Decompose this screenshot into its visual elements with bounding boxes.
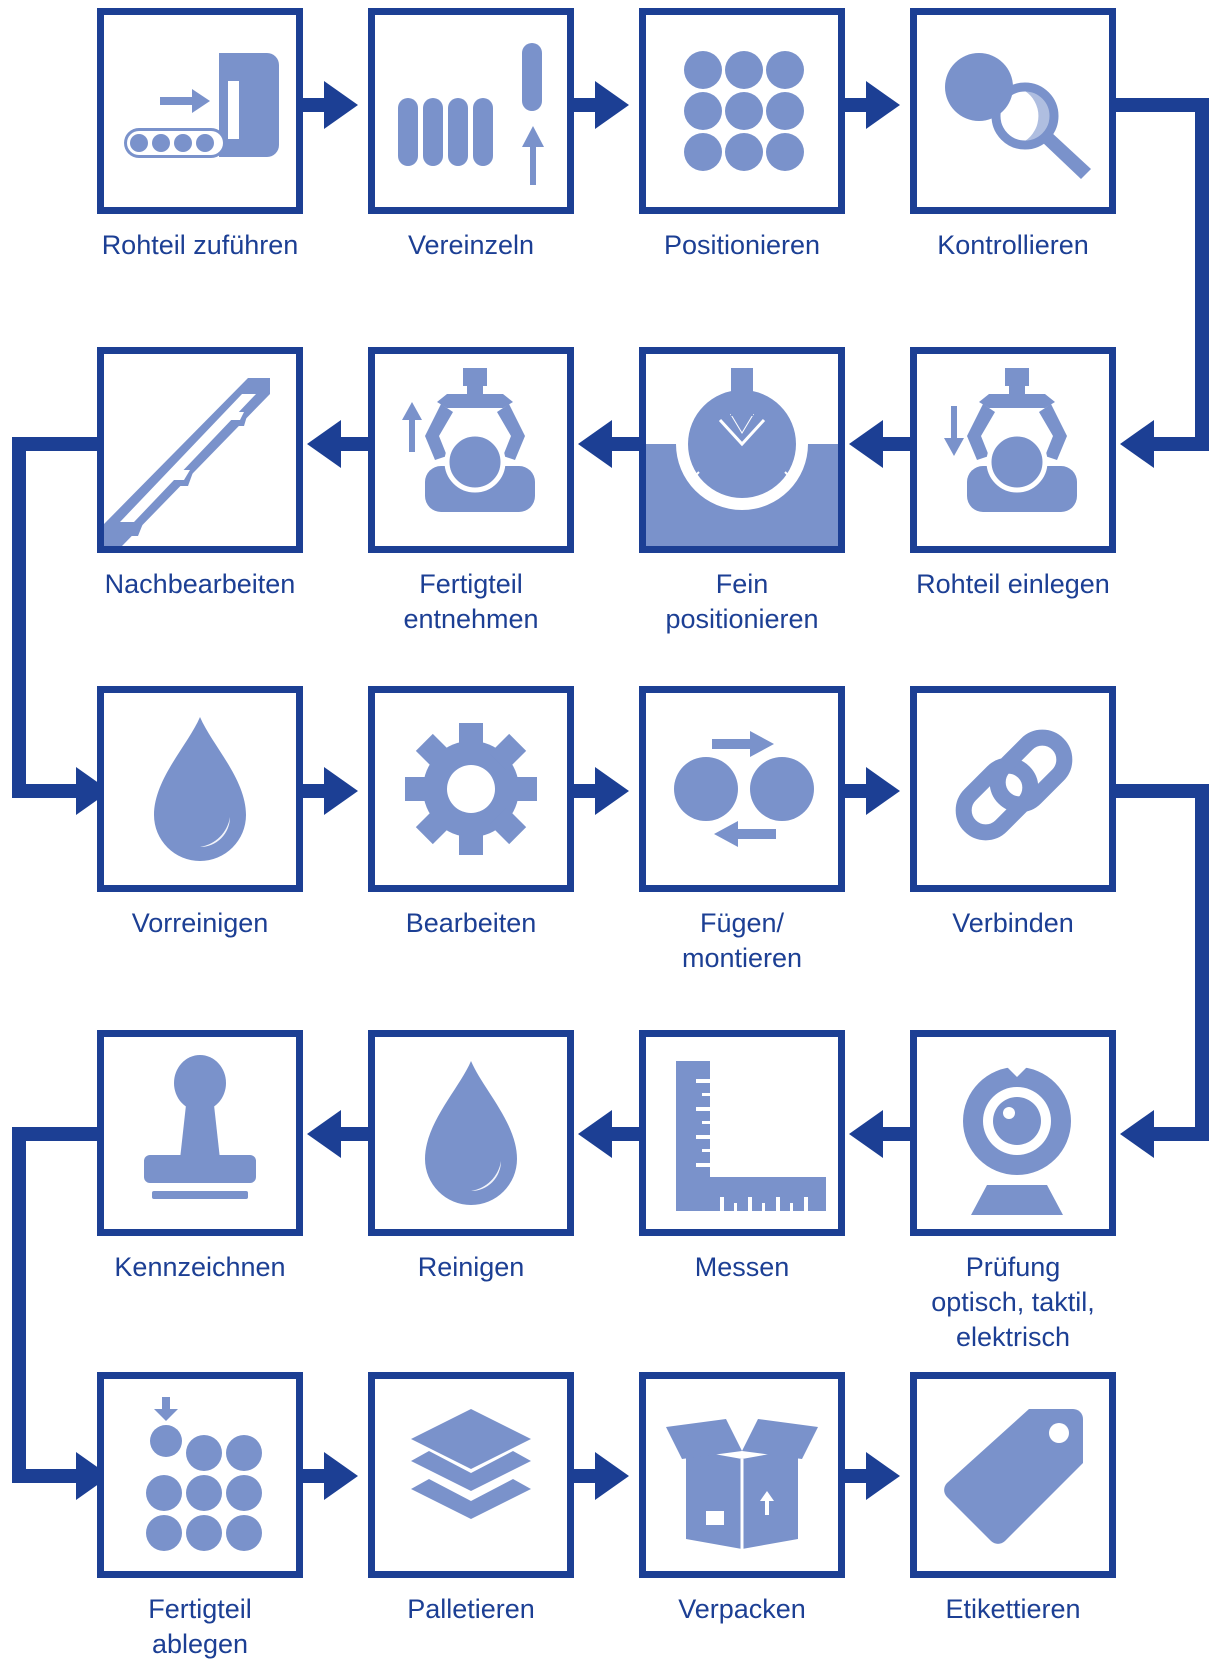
- step-label: Rohteil zuführen: [101, 230, 299, 260]
- step-box: [368, 1372, 574, 1578]
- step-label: Etikettieren: [945, 1594, 1081, 1624]
- arrows-row-1: [299, 81, 900, 129]
- gear-icon: [405, 723, 537, 855]
- step-kontrollieren: Kontrollieren: [910, 8, 1116, 260]
- step-box: [97, 1372, 303, 1578]
- chain-link-icon: [955, 729, 1073, 841]
- step-box: [910, 1372, 1116, 1578]
- step-fertigteil-entnehmen: Fertigteil entnehmen: [368, 347, 574, 634]
- step-label: Nachbearbeiten: [104, 569, 296, 599]
- step-vorreinigen: Vorreinigen: [97, 686, 303, 938]
- box-icon: [666, 1419, 818, 1549]
- step-label: Fertigteil ablegen: [148, 1594, 252, 1659]
- step-box: [97, 686, 303, 892]
- step-box: [639, 1372, 845, 1578]
- tag-icon: [944, 1409, 1083, 1544]
- drop-icon: [425, 1061, 517, 1205]
- separate-bars-icon: [398, 43, 544, 185]
- stamp-icon: [144, 1055, 256, 1199]
- gripper-down-icon: [944, 368, 1077, 512]
- step-box: [910, 347, 1116, 553]
- step-label: Positionieren: [663, 230, 821, 260]
- conveyor-feed-icon: [124, 53, 279, 158]
- step-box: [368, 347, 574, 553]
- arrows-row-3: [299, 767, 900, 815]
- step-kennzeichnen: Kennzeichnen: [97, 1030, 303, 1282]
- row-turn-connectors: [12, 98, 1209, 1500]
- step-label: Vorreinigen: [131, 908, 269, 938]
- arrows-row-4: [307, 1110, 913, 1158]
- step-fertigteil-ablegen: Fertigteil ablegen: [97, 1372, 303, 1659]
- step-label: Palletieren: [407, 1594, 535, 1624]
- step-label: Messen: [694, 1252, 790, 1282]
- step-label: Kennzeichnen: [114, 1252, 286, 1282]
- step-box: [368, 1030, 574, 1236]
- step-label: Reinigen: [417, 1252, 525, 1282]
- drop-icon: [154, 717, 246, 861]
- step-nachbearbeiten: Nachbearbeiten: [97, 347, 303, 599]
- step-fuegen-montieren: Fügen/ montieren: [639, 686, 845, 973]
- step-fein-positionieren: Fein positionieren: [639, 347, 845, 634]
- step-box: [910, 8, 1116, 214]
- step-box: [97, 1030, 303, 1236]
- layers-icon: [411, 1409, 531, 1519]
- step-box: [97, 8, 303, 214]
- step-label: Kontrollieren: [937, 230, 1089, 260]
- join-circles-icon: [674, 731, 814, 847]
- step-box: [639, 8, 845, 214]
- step-box: [910, 1030, 1116, 1236]
- step-box: [97, 347, 303, 553]
- step-box: [639, 347, 845, 553]
- step-verpacken: Verpacken: [639, 1372, 845, 1624]
- drill-bit-icon: [104, 378, 270, 546]
- step-box: [368, 686, 574, 892]
- step-label: Bearbeiten: [405, 908, 537, 938]
- step-reinigen: Reinigen: [368, 1030, 574, 1282]
- step-positionieren: Positionieren: [639, 8, 845, 260]
- arrows-row-2: [307, 420, 913, 468]
- step-bearbeiten: Bearbeiten: [368, 686, 574, 938]
- step-box: [368, 8, 574, 214]
- step-box: [639, 686, 845, 892]
- step-verbinden: Verbinden: [910, 686, 1116, 938]
- step-label: Fein positionieren: [665, 569, 819, 634]
- step-label: Verbinden: [952, 908, 1074, 938]
- step-palletieren: Palletieren: [368, 1372, 574, 1624]
- step-label: Verpacken: [678, 1594, 806, 1624]
- step-label: Rohteil einlegen: [916, 569, 1110, 599]
- fine-position-icon: [646, 368, 838, 546]
- step-etikettieren: Etikettieren: [910, 1372, 1116, 1624]
- step-rohteil-zufuehren: Rohteil zuführen: [97, 8, 303, 260]
- circle-grid-icon: [684, 51, 804, 171]
- arrows-row-5: [299, 1452, 900, 1500]
- step-label: Fügen/ montieren: [681, 908, 803, 973]
- webcam-icon: [963, 1067, 1071, 1215]
- step-pruefung: Prüfung optisch, taktil, elektrisch: [910, 1030, 1116, 1352]
- step-rohteil-einlegen: Rohteil einlegen: [910, 347, 1116, 599]
- step-vereinzeln: Vereinzeln: [368, 8, 574, 260]
- place-grid-icon: [146, 1397, 262, 1551]
- step-box: [639, 1030, 845, 1236]
- ruler-icon: [676, 1061, 826, 1211]
- step-label: Prüfung optisch, taktil, elektrisch: [931, 1252, 1095, 1352]
- step-messen: Messen: [639, 1030, 845, 1282]
- step-box: [910, 686, 1116, 892]
- step-label: Vereinzeln: [407, 230, 535, 260]
- gripper-up-icon: [402, 368, 535, 512]
- step-label: Fertigteil entnehmen: [403, 569, 539, 634]
- magnifier-icon: [945, 53, 1091, 179]
